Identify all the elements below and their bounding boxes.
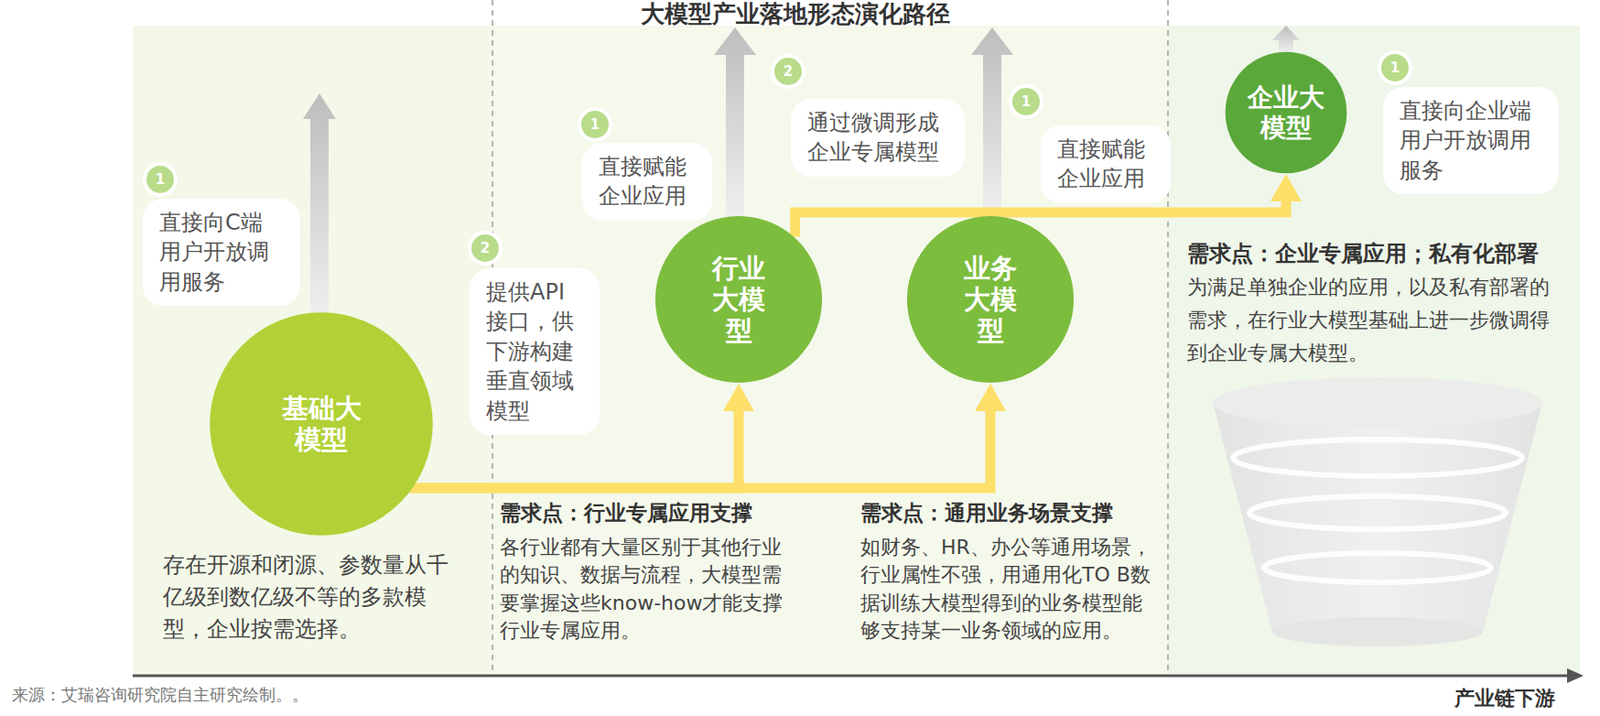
callout-number: 1: [1012, 87, 1040, 116]
note-text: 来源：艾瑞咨询研究院自主研究绘制。。: [11, 683, 562, 705]
model-name: 业务大模型: [962, 252, 1019, 347]
model-name: 基础大模型: [279, 392, 364, 455]
callout-text: 通过微调形成企业专属模型: [807, 108, 949, 168]
callout-number: 1: [581, 110, 609, 139]
note-text: 存在开源和闭源、参数量从千亿级到数亿级不等的多款模型，企业按需选择。: [162, 549, 465, 645]
note-heading: 需求点：企业专属应用；私有化部署为满足单独企业的应用，以及私有部署的需求，在行业…: [1187, 237, 1554, 369]
callout-number: 1: [146, 165, 174, 194]
axis-line: [132, 674, 1568, 678]
callout-bubble: 直接赋能企业应用: [582, 142, 713, 221]
note-heading: 需求点：行业专属应用支撑: [499, 499, 830, 528]
callout-text: 直接赋能企业应用: [1057, 134, 1155, 195]
note-text: 各行业都有大量区别于其他行业的知识、数据与流程，大模型需要掌握这些know-ho…: [499, 533, 795, 645]
left-panel: [132, 25, 493, 674]
diagram-title: 大模型产业落地形态演化路径: [640, 0, 951, 28]
model-name: 企业大模型: [1245, 82, 1327, 143]
callout-text: 直接向C端用户开放调用服务: [159, 207, 284, 297]
model-circle: 企业大模型: [1224, 51, 1348, 174]
model-circle: 基础大模型: [208, 311, 434, 537]
callout-bubble: 提供API接口，供下游构建垂直领域模型: [469, 268, 600, 435]
note-text: 为满足单独企业的应用，以及私有部署的需求，在行业大模型基础上进一步微调得到企业专…: [1187, 275, 1550, 365]
right-panel: [1167, 25, 1580, 674]
callout-text: 直接赋能企业应用: [598, 151, 696, 212]
model-name: 行业大模型: [710, 252, 768, 347]
callout-bubble: 直接向C端用户开放调用服务: [142, 198, 301, 306]
funnel-illustration: [1212, 377, 1543, 647]
model-circle: 行业大模型: [654, 215, 823, 384]
callout-number: 1: [1381, 54, 1409, 82]
callout-text: 直接向企业端用户开放调用服务: [1399, 96, 1543, 185]
note-text: 如财务、HR、办公等通用场景，行业属性不强，用通用化TO B数据训练大模型得到的…: [860, 533, 1159, 645]
callout-number: 2: [471, 234, 499, 262]
note-heading: 需求点：通用业务场景支撑: [860, 499, 1163, 528]
model-circle: 业务大模型: [906, 215, 1075, 384]
callout-text: 提供API接口，供下游构建垂直领域模型: [486, 277, 584, 426]
callout-bubble: 直接赋能企业应用: [1040, 125, 1171, 204]
note-heading: 产业链下游: [1454, 686, 1592, 711]
callout-number: 2: [774, 57, 802, 86]
flow-arrow: [795, 201, 1287, 238]
axis-head: [1567, 668, 1584, 683]
callout-bubble: 直接向企业端用户开放调用服务: [1383, 86, 1559, 195]
callout-bubble: 通过微调形成企业专属模型: [790, 98, 965, 177]
divider: [1167, 0, 1169, 674]
